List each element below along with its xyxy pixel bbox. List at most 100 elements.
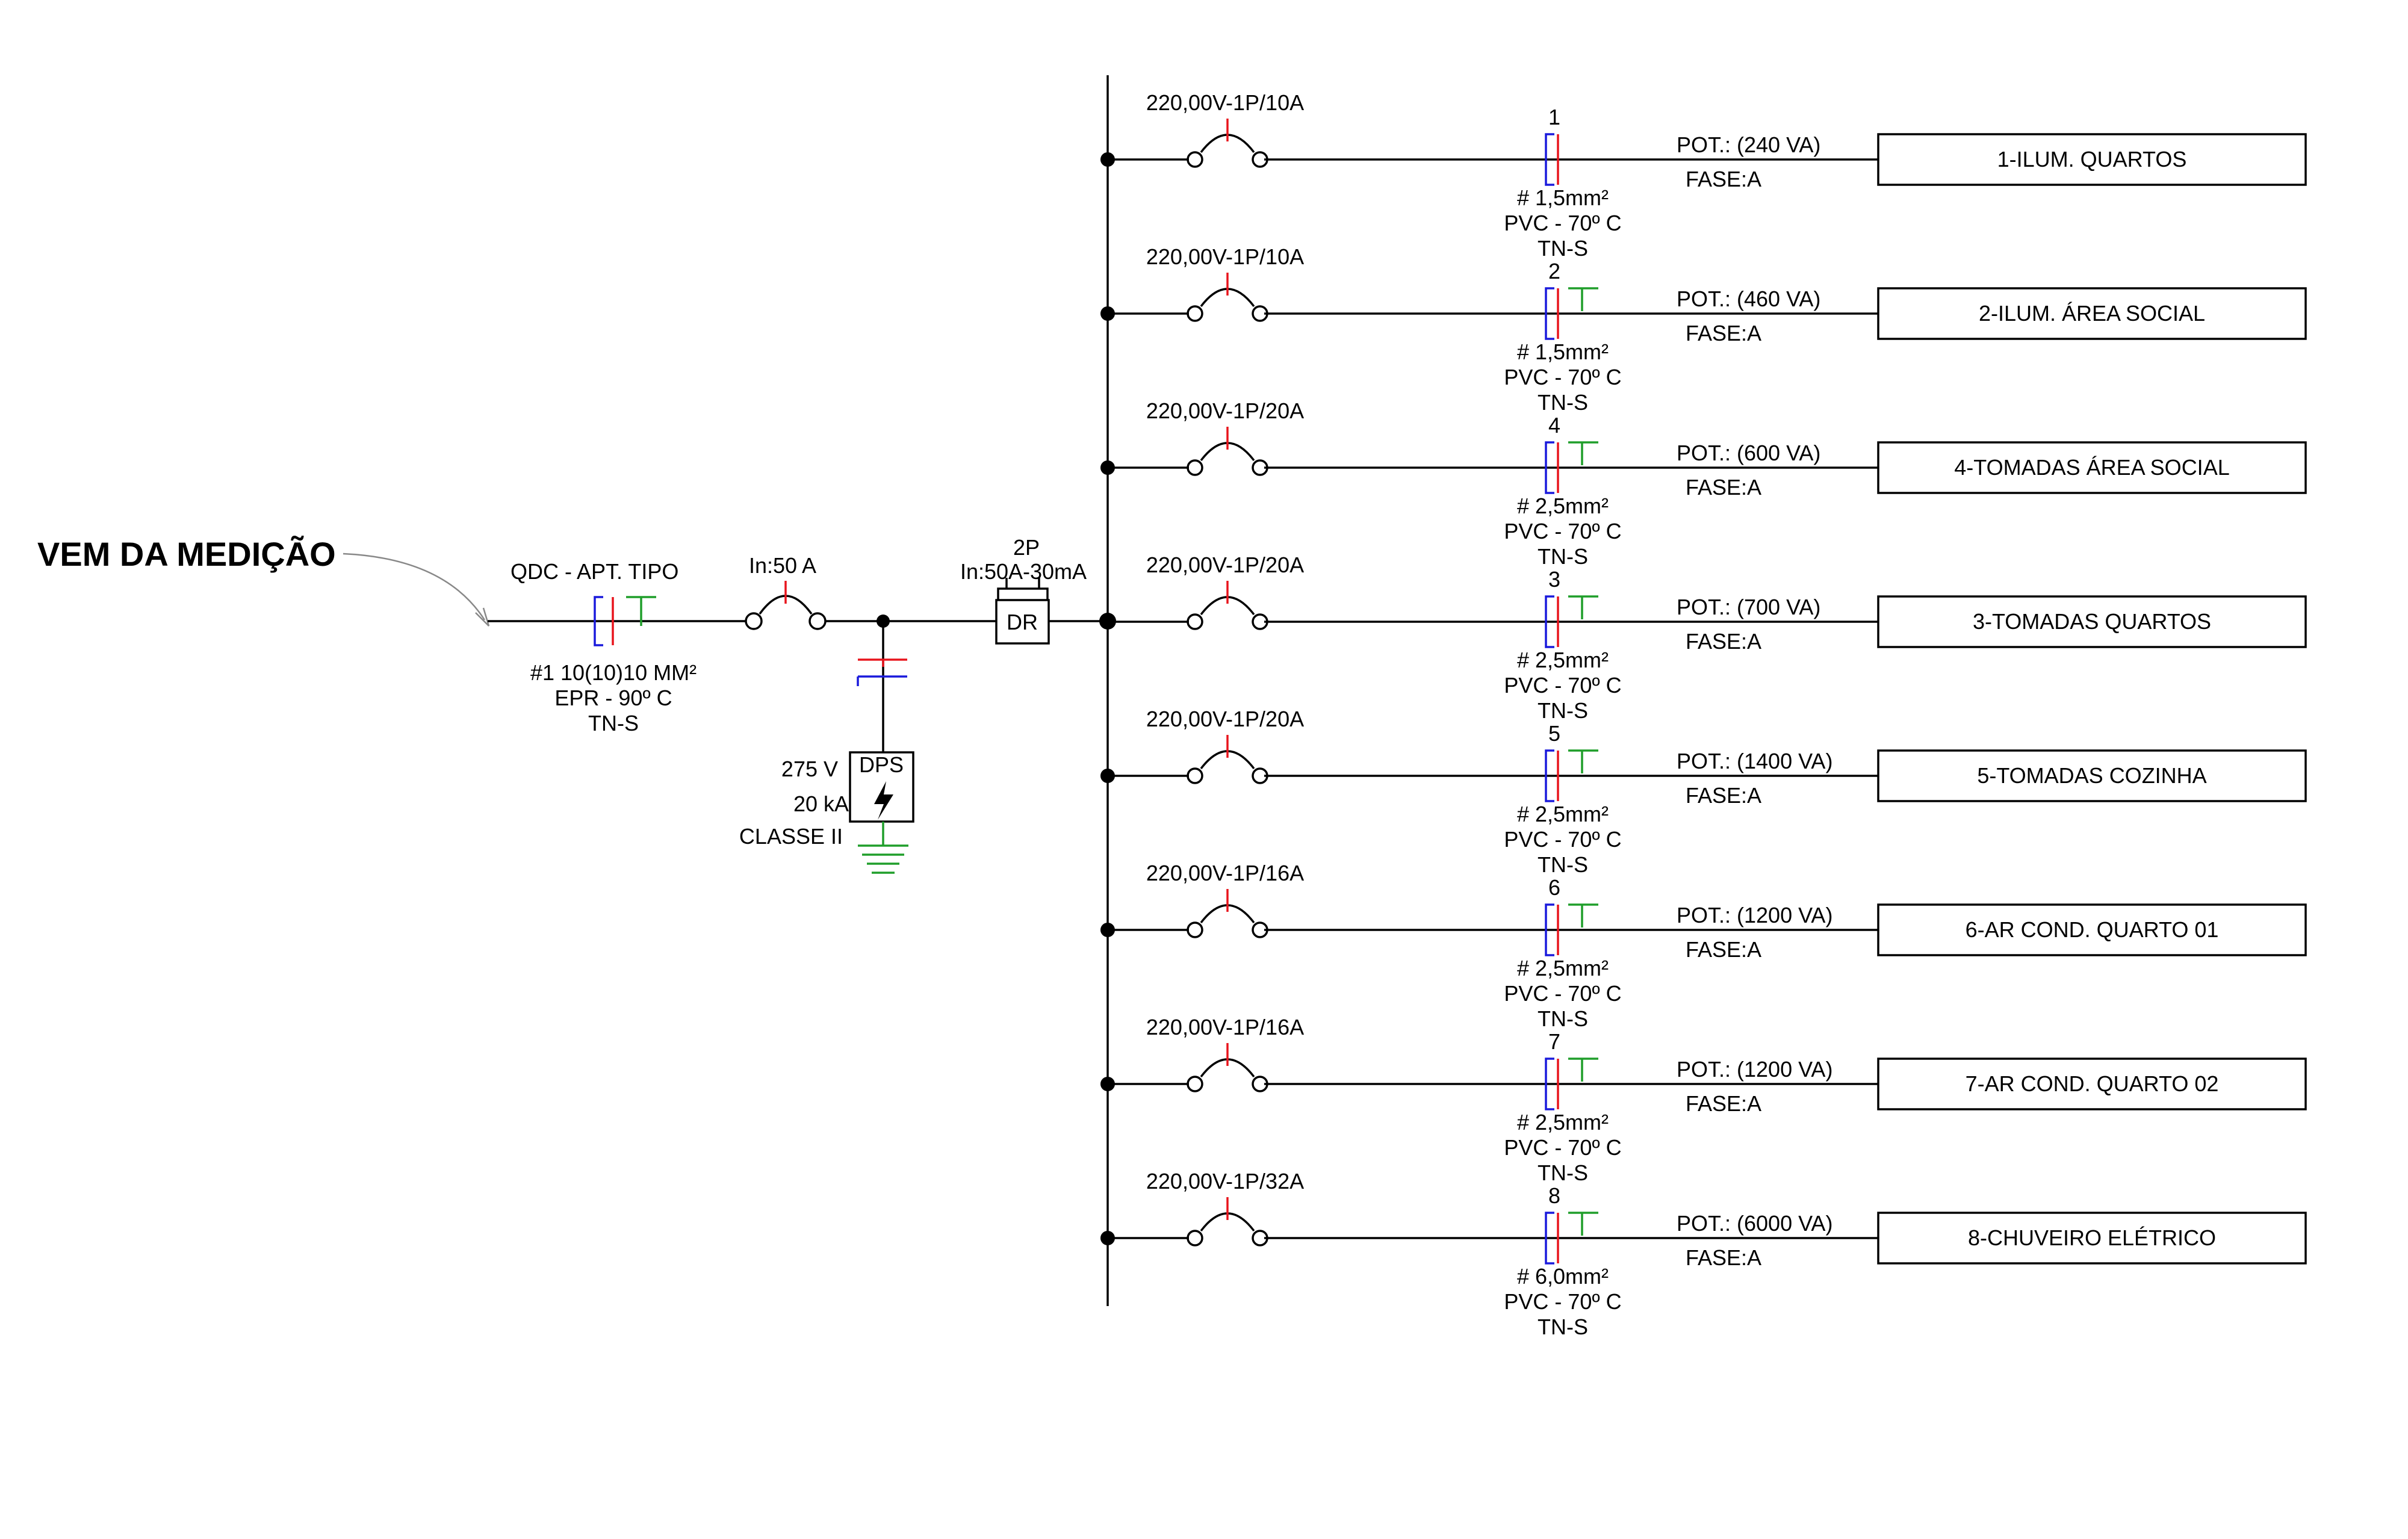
main-breaker [745,581,827,630]
circuit-power: POT.: (1400 VA) [1677,749,1832,773]
circuit-phase: FASE:A [1686,937,1761,962]
main-breaker-rating: In:50 A [749,553,816,578]
incoming-arrow [343,553,486,621]
cable-insulation: PVC - 70º C [1504,981,1621,1006]
circuit-power: POT.: (460 VA) [1677,286,1820,311]
load-name: 7-AR COND. QUARTO 02 [1966,1071,2219,1096]
breaker-rating: 220,00V-1P/20A [1146,553,1304,577]
breaker-rating: 220,00V-1P/10A [1146,244,1304,269]
load-box [1877,287,2307,340]
breaker-rating: 220,00V-1P/16A [1146,861,1304,885]
cable-insulation: PVC - 70º C [1504,1289,1621,1314]
dps-voltage: 275 V [781,757,838,781]
incoming-feeder: VEM DA MEDIÇÃO QDC - APT. TIPO #1 10(10)… [37,535,1111,874]
breaker-rating: 220,00V-1P/20A [1146,398,1304,423]
circuit-breaker [1187,273,1268,322]
feeder-cable-system: TN-S [588,711,639,735]
breaker-rating: 220,00V-1P/10A [1146,90,1304,115]
circuit-number: 7 [1548,1029,1560,1054]
circuit-number: 5 [1548,721,1560,746]
ground-mark [1568,287,1598,311]
cable-insulation: PVC - 70º C [1504,827,1621,852]
load-box [1877,1057,2307,1110]
cable-section: # 6,0mm² [1517,1264,1609,1289]
cable-system: TN-S [1538,1314,1588,1339]
load-box [1877,903,2307,956]
circuit-power: POT.: (1200 VA) [1677,1057,1832,1082]
ground-mark [1568,749,1598,773]
dps-neutral-mark [857,675,907,686]
circuit-power: POT.: (6000 VA) [1677,1211,1832,1236]
circuit-phase: FASE:A [1686,629,1761,654]
dps-box [849,751,914,823]
cable-section: # 2,5mm² [1517,648,1609,672]
circuit-number: 3 [1548,567,1560,592]
circuit-phase: FASE:A [1686,1245,1761,1270]
breaker-rating: 220,00V-1P/16A [1146,1015,1304,1039]
circuit-breaker [1187,427,1268,476]
circuit-breaker [1187,119,1268,168]
ground-mark [1568,903,1598,927]
load-name: 8-CHUVEIRO ELÉTRICO [1968,1225,2216,1250]
neutral-mark [1545,287,1554,340]
dr-terminals [997,578,1049,600]
dps-label: DPS [859,752,904,777]
cable-section: # 2,5mm² [1517,494,1609,518]
circuit-power: POT.: (600 VA) [1677,441,1820,465]
neutral-mark [1545,133,1554,186]
breaker-rating: 220,00V-1P/20A [1146,707,1304,731]
cable-section: # 2,5mm² [1517,1110,1609,1135]
load-box [1877,749,2307,802]
load-name: 2-ILUM. ÁREA SOCIAL [1979,301,2205,326]
neutral-mark [1545,1212,1554,1265]
circuit-phase: FASE:A [1686,1091,1761,1116]
circuit-breaker [1187,1197,1268,1246]
ground-icon [858,822,908,874]
incoming-arrowhead [475,607,490,627]
feeder-cable-insulation: EPR - 90º C [554,686,672,710]
dr-box [995,599,1050,645]
cable-insulation: PVC - 70º C [1504,211,1621,235]
cable-system: TN-S [1538,390,1588,415]
dr-rating: In:50A-30mA [960,559,1087,584]
circuit-breaker [1187,889,1268,938]
breaker-rating: 220,00V-1P/32A [1146,1169,1304,1194]
cable-section: # 1,5mm² [1517,185,1609,210]
cable-insulation: PVC - 70º C [1504,673,1621,698]
load-box [1877,595,2307,648]
cable-system: TN-S [1538,852,1588,877]
load-box [1877,133,2307,186]
cable-section: # 2,5mm² [1517,956,1609,980]
load-name: 4-TOMADAS ÁREA SOCIAL [1954,455,2229,480]
neutral-mark [1545,595,1554,648]
feeder-neutral-mark [594,596,603,646]
circuit-breaker [1187,581,1268,630]
dps-current: 20 kA [793,791,849,816]
load-name: 3-TOMADAS QUARTOS [1973,609,2211,634]
lightning-icon [874,781,893,820]
circuit-phase: FASE:A [1686,783,1761,808]
dr-poles: 2P [1013,535,1040,560]
ground-mark [1568,1057,1598,1082]
cable-system: TN-S [1538,1160,1588,1185]
neutral-mark [1545,1057,1554,1110]
dps-phase-mark [858,658,907,667]
load-name: 6-AR COND. QUARTO 01 [1966,917,2219,942]
circuit-number: 2 [1548,259,1560,283]
circuit-phase: FASE:A [1686,475,1761,500]
neutral-mark [1545,441,1554,494]
circuit-phase: FASE:A [1686,167,1761,191]
cable-section: # 2,5mm² [1517,802,1609,826]
load-name: 1-ILUM. QUARTOS [1997,147,2187,172]
circuit-breaker [1187,735,1268,784]
feeder-cable-section: #1 10(10)10 MM² [530,660,697,685]
load-box [1877,1212,2307,1265]
circuit-number: 4 [1548,413,1560,438]
